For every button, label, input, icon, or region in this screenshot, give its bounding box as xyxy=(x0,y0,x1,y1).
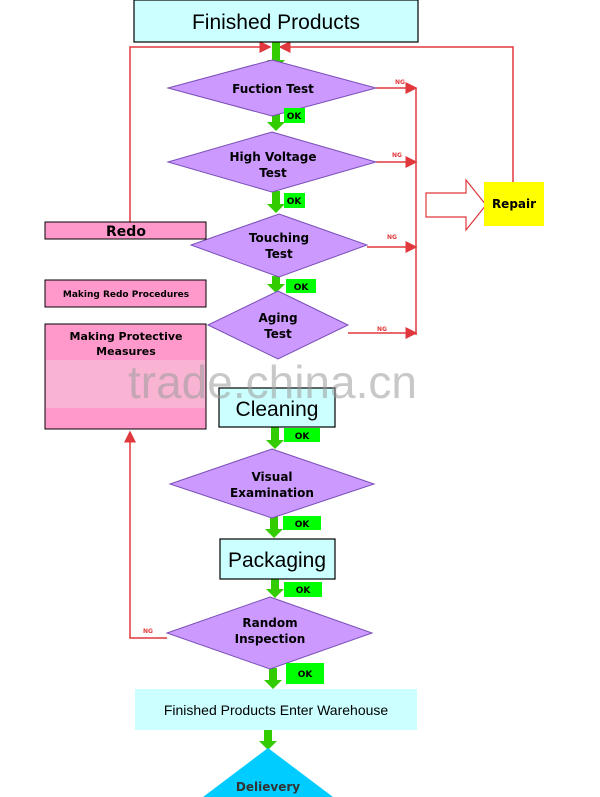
finished-products-title: Finished Products xyxy=(192,11,360,34)
function-test-diamond: Fuction Test xyxy=(166,59,378,117)
aging-test-diamond: Aging Test xyxy=(206,290,350,360)
protective-label-1: Making Protective xyxy=(70,330,183,343)
flow-arrow-2 xyxy=(267,107,285,131)
ok-badge-7: OK xyxy=(286,663,324,684)
ng-label-high-voltage: NG xyxy=(392,152,402,159)
redo-label: Redo xyxy=(106,224,146,240)
redo-loop-line xyxy=(129,41,272,222)
ng-label-random: NG xyxy=(143,628,153,635)
ng-lines xyxy=(124,41,514,639)
finished-products-box: Finished Products xyxy=(133,0,419,43)
packaging-box: Packaging xyxy=(219,538,336,580)
protective-label-2: Measures xyxy=(96,345,156,358)
ng-label-function: NG xyxy=(395,79,405,86)
ok-badge-4: OK xyxy=(284,428,320,442)
ng-label-aging: NG xyxy=(377,326,387,333)
ok-badge-1: OK xyxy=(284,108,305,123)
delivery-label: Delievery xyxy=(236,780,300,794)
svg-text:OK: OK xyxy=(294,283,310,293)
flow-arrow-8 xyxy=(264,668,282,689)
protective-blur-band xyxy=(46,360,205,408)
aging-label-1: Aging xyxy=(258,311,297,325)
ng-labels: NG NG NG NG NG xyxy=(143,79,405,635)
flow-arrow-5 xyxy=(266,427,284,449)
flow-arrow-4 xyxy=(267,276,285,293)
svg-text:OK: OK xyxy=(298,670,314,680)
svg-text:OK: OK xyxy=(295,432,311,442)
flow-arrow-9 xyxy=(259,730,277,750)
random-inspection-diamond: Random Inspection xyxy=(165,596,374,670)
warehouse-box: Finished Products Enter Warehouse xyxy=(135,689,417,730)
repair-hollow-arrow xyxy=(425,178,487,232)
svg-text:OK: OK xyxy=(296,586,312,596)
watermark: trade.china.cn xyxy=(128,356,417,408)
packaging-label: Packaging xyxy=(228,549,326,572)
repair-label: Repair xyxy=(492,197,536,211)
delivery-shape: Delievery xyxy=(203,748,333,797)
ok-badge-5: OK xyxy=(283,516,321,530)
ok-badge-2: OK xyxy=(284,193,305,208)
ok-badges: OK OK OK OK OK OK OK xyxy=(283,108,324,684)
high-voltage-label-2: Test xyxy=(259,166,287,180)
random-label-2: Inspection xyxy=(235,632,306,646)
ok-badge-6: OK xyxy=(284,582,322,597)
protective-measures-box: Making Protective Measures xyxy=(44,323,207,430)
cleaning-box: Cleaning xyxy=(218,387,336,428)
flow-arrow-6 xyxy=(265,516,283,538)
function-test-label: Fuction Test xyxy=(232,82,314,96)
warehouse-label: Finished Products Enter Warehouse xyxy=(164,702,389,718)
ng-label-touching: NG xyxy=(387,234,397,241)
redo-procedures-box: Making Redo Procedures xyxy=(44,279,207,308)
aging-label-2: Test xyxy=(264,327,292,341)
touching-test-diamond: Touching Test xyxy=(189,213,369,278)
svg-text:OK: OK xyxy=(287,112,303,122)
svg-text:OK: OK xyxy=(287,197,303,207)
visual-label-2: Examination xyxy=(230,486,314,500)
random-ng-line xyxy=(124,430,167,639)
flow-arrow-7 xyxy=(266,579,284,598)
visual-examination-diamond: Visual Examination xyxy=(168,448,376,519)
repair-box: Repair xyxy=(484,182,544,226)
touching-label-2: Test xyxy=(265,247,293,261)
ok-badge-3: OK xyxy=(286,279,316,293)
random-label-1: Random xyxy=(242,616,297,630)
high-voltage-label-1: High Voltage xyxy=(229,150,316,164)
flow-arrow-3 xyxy=(267,191,285,213)
svg-text:OK: OK xyxy=(295,520,311,530)
repair-return-line xyxy=(278,41,514,200)
high-voltage-diamond: High Voltage Test xyxy=(166,131,378,193)
cleaning-label: Cleaning xyxy=(236,398,319,421)
visual-label-1: Visual xyxy=(251,470,292,484)
redo-box: Redo xyxy=(44,221,207,240)
touching-label-1: Touching xyxy=(249,231,309,245)
redo-procedures-label: Making Redo Procedures xyxy=(63,290,189,300)
